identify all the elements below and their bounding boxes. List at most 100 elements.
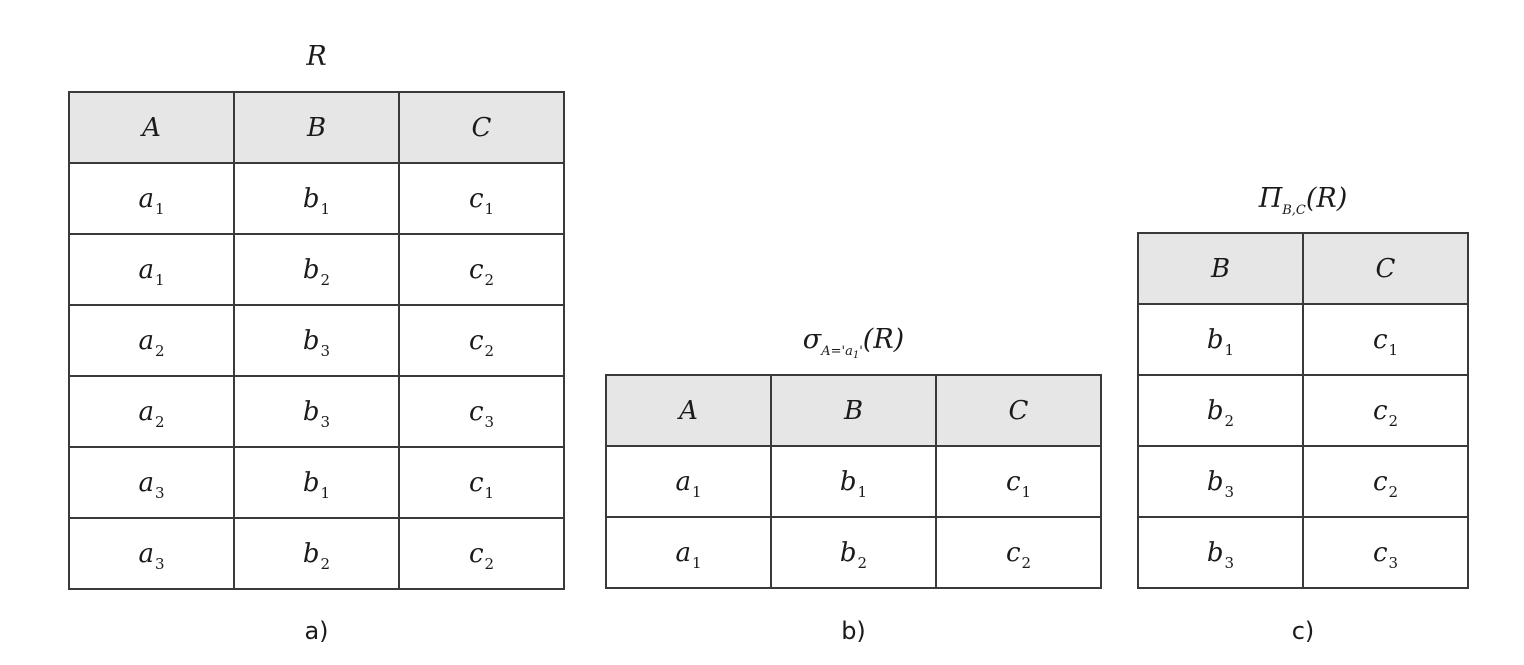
cell-variable: c xyxy=(468,538,484,569)
table-cell: a1 xyxy=(605,445,772,518)
header-cell: A xyxy=(68,91,235,164)
table-cell: c3 xyxy=(1302,516,1469,589)
cell-variable: c xyxy=(1372,537,1388,568)
table-cell: c2 xyxy=(1302,445,1469,518)
cell-subscript: 2 xyxy=(484,554,495,573)
cell-variable: a xyxy=(675,537,691,568)
header-cell: B xyxy=(233,91,400,164)
cell-variable: c xyxy=(468,254,484,285)
cell-variable: a xyxy=(675,466,691,497)
cell-variable: b xyxy=(1206,466,1224,497)
caption-b: b) xyxy=(841,617,866,645)
cell-variable: b xyxy=(302,396,320,427)
cell-variable: b xyxy=(302,254,320,285)
cell-variable: b xyxy=(839,537,857,568)
caption-c: c) xyxy=(1291,617,1315,645)
header-row: A B C xyxy=(68,91,565,164)
table-cell: b1 xyxy=(233,446,400,519)
header-cell: B xyxy=(770,374,937,447)
cell-variable: b xyxy=(302,183,320,214)
table-cell: b2 xyxy=(770,516,937,589)
table-cell: b3 xyxy=(233,375,400,448)
cell-variable: c xyxy=(468,396,484,427)
cell-variable: c xyxy=(1372,466,1388,497)
cell-variable: c xyxy=(1005,537,1021,568)
cell-subscript: 1 xyxy=(484,199,495,218)
header-cell: C xyxy=(398,91,565,164)
table-cell: b1 xyxy=(1137,303,1304,376)
table-cell: c2 xyxy=(1302,374,1469,447)
table-cell: b1 xyxy=(233,162,400,235)
cell-subscript: 2 xyxy=(320,270,331,289)
cell-variable: c xyxy=(468,325,484,356)
cell-subscript: 2 xyxy=(484,270,495,289)
cell-variable: b xyxy=(302,325,320,356)
table-cell: b1 xyxy=(770,445,937,518)
cell-variable: a xyxy=(138,325,154,356)
cell-variable: b xyxy=(1206,537,1224,568)
cell-subscript: 1 xyxy=(1388,340,1399,359)
table-cell: a3 xyxy=(68,446,235,519)
cell-subscript: 2 xyxy=(484,341,495,360)
header-cell: C xyxy=(935,374,1102,447)
table-cell: c1 xyxy=(398,162,565,235)
cell-subscript: 2 xyxy=(154,341,165,360)
table-cell: b3 xyxy=(1137,516,1304,589)
cell-variable: c xyxy=(468,183,484,214)
cell-subscript: 1 xyxy=(484,483,495,502)
cell-subscript: 1 xyxy=(1224,340,1235,359)
table-cell: c2 xyxy=(398,233,565,306)
table-cell: c2 xyxy=(398,304,565,377)
cell-variable: b xyxy=(302,467,320,498)
table-cell: c2 xyxy=(398,517,565,590)
cell-subscript: 3 xyxy=(1224,553,1235,572)
table-cell: b3 xyxy=(233,304,400,377)
table-cell: a1 xyxy=(68,162,235,235)
header-cell: C xyxy=(1302,232,1469,305)
cell-variable: c xyxy=(1005,466,1021,497)
cell-variable: a xyxy=(138,467,154,498)
cell-variable: c xyxy=(1372,324,1388,355)
cell-variable: a xyxy=(138,183,154,214)
cell-subscript: 1 xyxy=(154,199,165,218)
cell-subscript: 3 xyxy=(154,483,165,502)
table-cell: b2 xyxy=(233,233,400,306)
selection-title: σA='a1'(R) xyxy=(802,324,905,361)
cell-subscript: 2 xyxy=(320,554,331,573)
relation-r-title: R xyxy=(306,41,327,72)
table-cell: a1 xyxy=(605,516,772,589)
caption-a: a) xyxy=(304,617,329,645)
cell-variable: b xyxy=(1206,324,1224,355)
table-cell: b2 xyxy=(1137,374,1304,447)
cell-subscript: 3 xyxy=(320,341,331,360)
header-cell: A xyxy=(605,374,772,447)
table-cell: a3 xyxy=(68,517,235,590)
table-cell: c1 xyxy=(398,446,565,519)
cell-subscript: 1 xyxy=(320,199,331,218)
table-cell: c3 xyxy=(398,375,565,448)
cell-subscript: 1 xyxy=(1021,482,1032,501)
table-cell: a1 xyxy=(68,233,235,306)
cell-subscript: 1 xyxy=(691,482,702,501)
cell-variable: b xyxy=(1206,395,1224,426)
cell-variable: a xyxy=(138,254,154,285)
header-row: A B C xyxy=(605,374,1102,447)
table-cell: c2 xyxy=(935,516,1102,589)
cell-subscript: 1 xyxy=(320,483,331,502)
cell-variable: a xyxy=(138,396,154,427)
cell-subscript: 2 xyxy=(1388,411,1399,430)
cell-subscript: 2 xyxy=(1021,553,1032,572)
cell-subscript: 2 xyxy=(857,553,868,572)
table-cell: c1 xyxy=(935,445,1102,518)
table-cell: b2 xyxy=(233,517,400,590)
